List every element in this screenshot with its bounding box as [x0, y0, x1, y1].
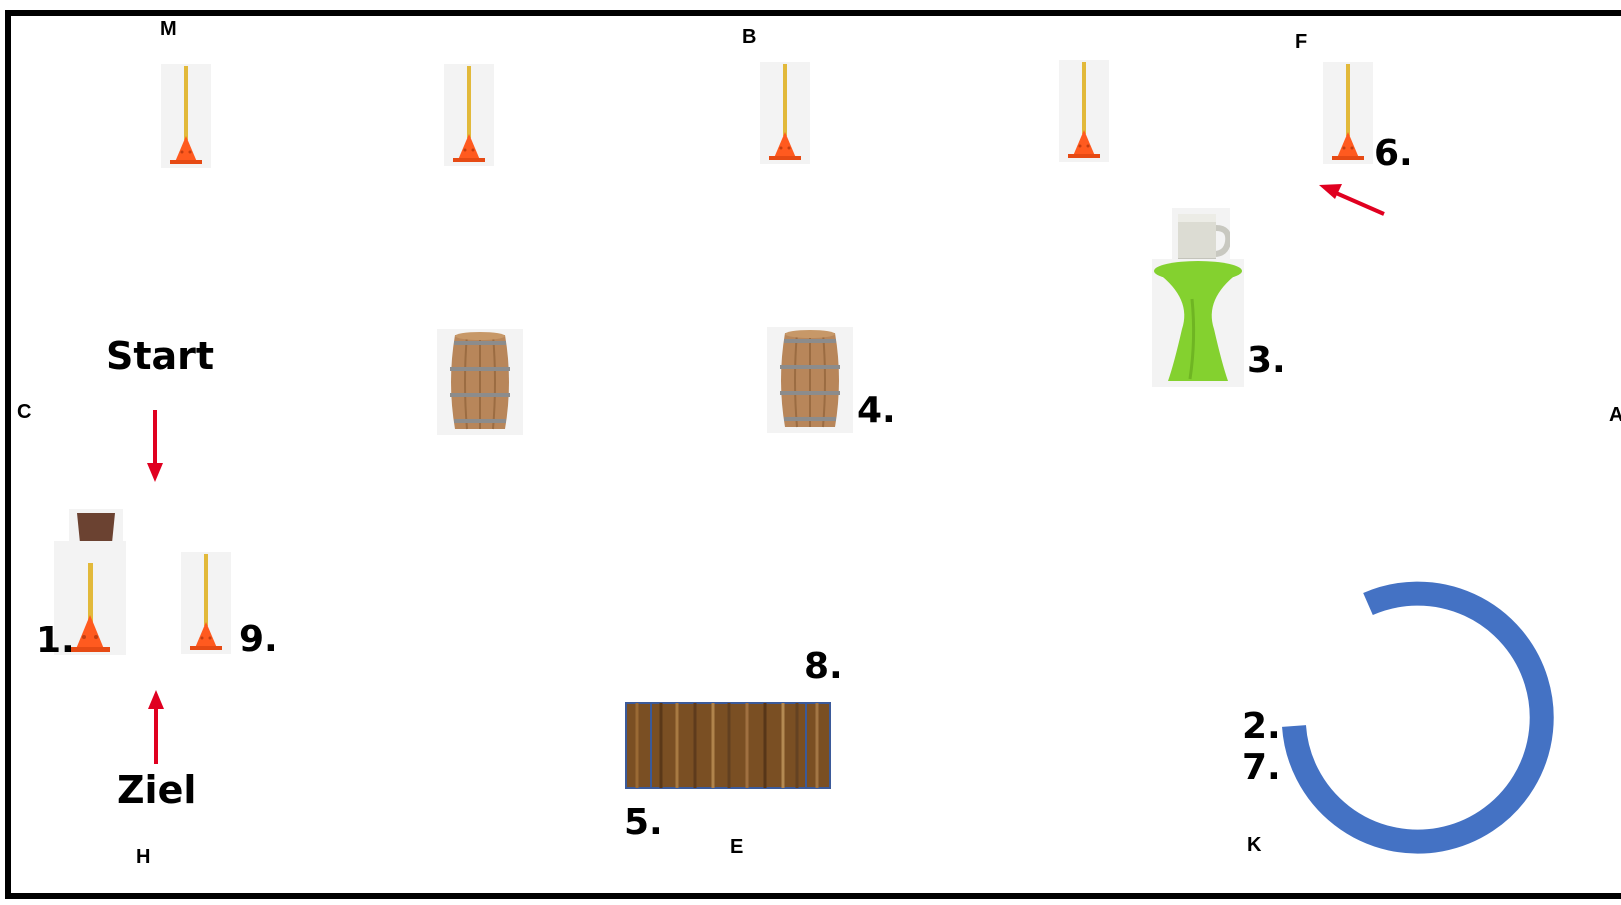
station-9: 9.	[239, 619, 278, 660]
station-1: 1.	[36, 620, 75, 661]
start-label: Start	[106, 334, 214, 378]
station-6: 6.	[1374, 133, 1413, 174]
station-7: 7.	[1242, 747, 1281, 788]
station-8: 8.	[804, 646, 843, 687]
station-2: 2.	[1242, 706, 1281, 747]
arrow-finish-up	[148, 690, 164, 764]
ring-gate-icon	[1294, 594, 1542, 842]
station-4: 4.	[857, 390, 896, 431]
arrow-to-6	[1319, 184, 1384, 214]
station-5: 5.	[624, 802, 663, 843]
arrow-start-down	[147, 410, 163, 482]
station-3: 3.	[1247, 340, 1286, 381]
finish-label: Ziel	[117, 768, 196, 812]
